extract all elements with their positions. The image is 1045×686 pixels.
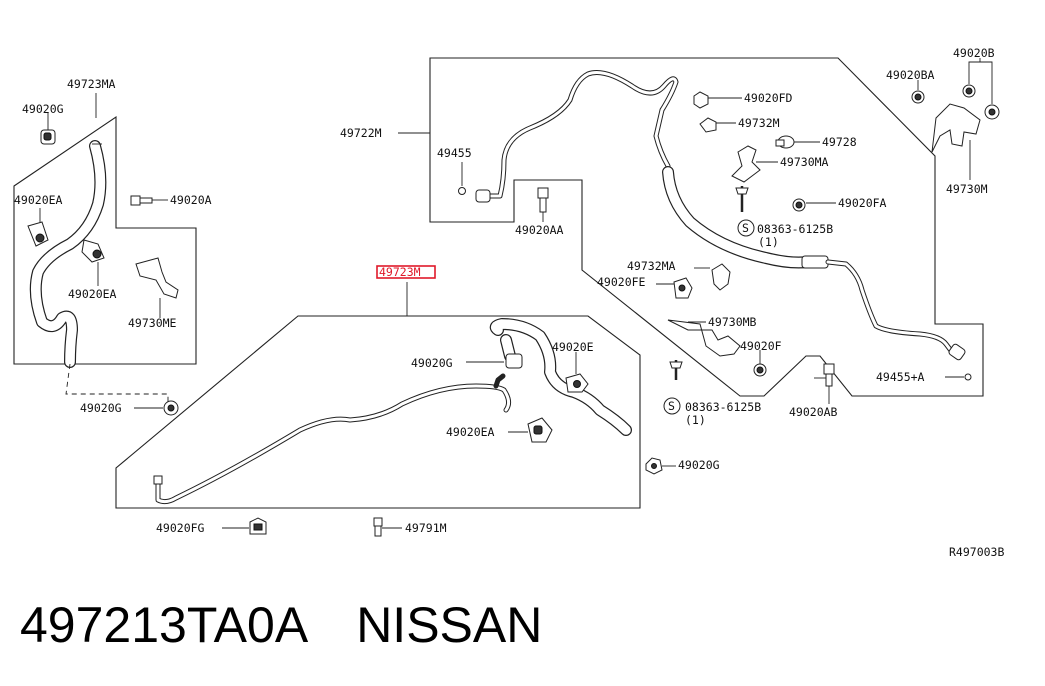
callout-49730ME[interactable]: 49730ME (128, 316, 177, 330)
left-assembly-frame (13, 115, 197, 365)
callout-49791M[interactable]: 49791M (405, 521, 447, 535)
callout-49020G-upper[interactable]: 49020G (22, 102, 64, 116)
callout-49730M[interactable]: 49730M (946, 182, 988, 196)
callout-49455A[interactable]: 49455+A (876, 370, 925, 384)
part-number: 497213TA0A (20, 597, 309, 653)
nut-49020BA (911, 90, 925, 104)
highlight-box-49723M (376, 265, 436, 279)
clip-49020FG (249, 517, 267, 535)
right-assembly-frame (429, 57, 984, 397)
callout-49020EA-center-clamp[interactable]: 49020EA (446, 425, 495, 439)
callout-49723M[interactable]: 49723M (379, 265, 421, 279)
qty-08363-upper: (1) (758, 235, 779, 249)
nut-49020B-a (962, 84, 976, 98)
callout-49020G-lower[interactable]: 49020G (80, 401, 122, 415)
nut-49020B-b (984, 104, 1000, 120)
callout-49732MA[interactable]: 49732MA (627, 259, 676, 273)
nut-49020F (753, 363, 767, 377)
qty-08363-lower: (1) (685, 413, 706, 427)
bolt-08363-upper (735, 186, 749, 212)
caption: 497213TA0A NISSAN (20, 596, 542, 654)
callout-49020FE[interactable]: 49020FE (597, 275, 646, 289)
bolt-49020A (130, 195, 153, 206)
brand-name: NISSAN (356, 597, 543, 653)
svg-text:S: S (668, 399, 675, 413)
bracket-49730ME (135, 257, 179, 299)
s-mark-upper (737, 219, 755, 237)
bracket-49730MA (731, 145, 761, 183)
hose-clamp-center (81, 239, 105, 263)
callout-49020G-center[interactable]: 49020G (411, 356, 453, 370)
bolt-49020AA (537, 187, 549, 213)
callout-49728[interactable]: 49728 (822, 135, 857, 149)
clip-49020FE (673, 277, 693, 299)
callout-49020AA[interactable]: 49020AA (515, 223, 564, 237)
callout-49730MA[interactable]: 49730MA (780, 155, 829, 169)
bolt-08363-lower (669, 360, 683, 380)
fitting-49791M (373, 517, 383, 537)
clip-49020G-center (505, 353, 523, 369)
callout-49730MB[interactable]: 49730MB (708, 315, 757, 329)
s-mark-lower (663, 397, 681, 415)
callout-49020F[interactable]: 49020F (740, 339, 782, 353)
clip-49020FD (693, 91, 709, 109)
clip-49020FA (792, 198, 806, 212)
callout-49723MA[interactable]: 49723MA (67, 77, 116, 91)
bolt-49020AB (814, 363, 835, 387)
callout-49020EA-center[interactable]: 49020EA (68, 287, 117, 301)
grommet-49728 (775, 135, 795, 149)
callout-49020FG[interactable]: 49020FG (156, 521, 205, 535)
bracket-49730M (931, 103, 981, 153)
callout-49020FD[interactable]: 49020FD (744, 91, 793, 105)
callout-49020B[interactable]: 49020B (953, 46, 995, 60)
clip-49732M (699, 117, 717, 133)
seal-49455A (964, 373, 972, 381)
callout-49020BA[interactable]: 49020BA (886, 68, 935, 82)
callout-49020A[interactable]: 49020A (170, 193, 212, 207)
seal-49455 (458, 187, 466, 195)
svg-text:S: S (742, 221, 749, 235)
callout-08363-lower[interactable]: 08363-6125B (685, 400, 761, 414)
callout-08363-upper[interactable]: 08363-6125B (757, 222, 833, 236)
callout-49020E[interactable]: 49020E (552, 340, 594, 354)
callout-49020G-loose[interactable]: 49020G (678, 458, 720, 472)
callout-49455[interactable]: 49455 (437, 146, 472, 160)
bracket-49732MA (711, 263, 731, 291)
callout-49020EA-left[interactable]: 49020EA (14, 193, 63, 207)
bracket-49730MB (667, 319, 741, 357)
clip-49020G-loose (645, 457, 663, 475)
callout-49732M[interactable]: 49732M (738, 116, 780, 130)
diagram-code: R497003B (949, 545, 1004, 559)
callout-49020FA[interactable]: 49020FA (838, 196, 887, 210)
center-assembly-frame (115, 315, 641, 509)
callout-49020AB[interactable]: 49020AB (789, 405, 838, 419)
callout-49722M[interactable]: 49722M (340, 126, 382, 140)
